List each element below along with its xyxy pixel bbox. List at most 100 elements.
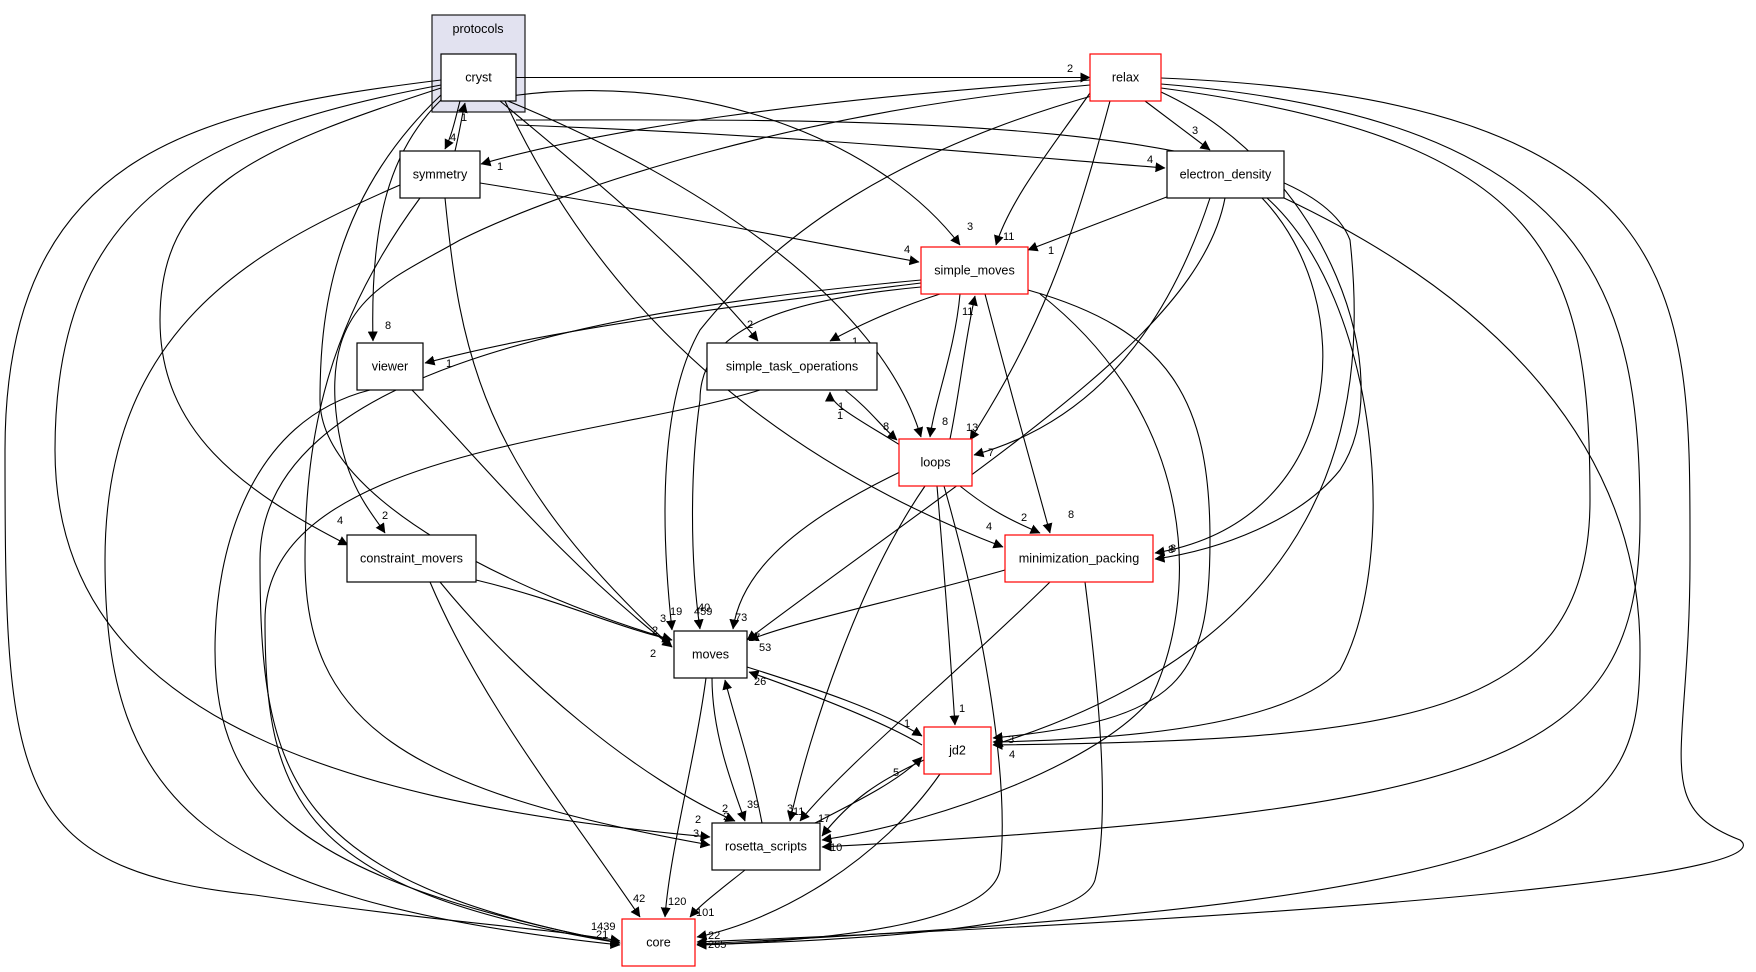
edge-symmetry-to-core[interactable]	[104, 184, 621, 949]
node-electron-density[interactable]: electron_density	[1166, 150, 1285, 199]
edge-relax-to-electron-density[interactable]	[1144, 100, 1211, 151]
edge-jd2-to-rosetta-scripts[interactable]	[821, 759, 925, 837]
edge-electron-density-to-minimization-packing[interactable]	[1154, 197, 1324, 557]
edge-constraint-movers-to-core[interactable]	[429, 581, 641, 918]
edge-cryst-to-minimization-packing[interactable]	[504, 100, 1004, 549]
node-rosetta-scripts[interactable]: rosetta_scripts	[711, 822, 821, 871]
edge-simple-moves-to-jd2[interactable]	[992, 289, 1211, 743]
edge-simple-task-operations-to-loops[interactable]	[844, 389, 898, 441]
node-core[interactable]: core	[621, 918, 696, 967]
edge-label-relax-to-simple-moves: 11	[1003, 231, 1014, 243]
edge-symmetry-to-moves[interactable]	[444, 197, 673, 648]
edge-label-symmetry-to-rosetta-scripts: 2	[695, 814, 701, 826]
node-label-minimization-packing: minimization_packing	[1019, 552, 1139, 566]
edge-simple-moves-to-rosetta-scripts[interactable]	[821, 293, 1180, 844]
edge-loops-to-jd2[interactable]	[936, 485, 960, 726]
edge-cryst-to-core[interactable]	[4, 79, 621, 945]
edge-cryst-to-electron-density[interactable]	[515, 124, 1166, 173]
edge-label-constraint-movers-to-core: 42	[633, 893, 645, 905]
edges-layer	[4, 72, 1744, 950]
node-label-electron-density: electron_density	[1180, 168, 1272, 182]
edge-minimization-packing-to-moves[interactable]	[748, 569, 1006, 642]
edge-relax-to-constraint-movers[interactable]	[334, 84, 1091, 534]
node-constraint-movers[interactable]: constraint_movers	[346, 534, 477, 583]
edge-rosetta-scripts-to-moves[interactable]	[722, 679, 763, 824]
node-label-cryst: cryst	[465, 71, 492, 85]
node-moves[interactable]: moves	[673, 630, 748, 679]
edge-relax-to-simple-moves[interactable]	[994, 92, 1091, 246]
edge-relax-to-symmetry[interactable]	[480, 79, 1091, 167]
edge-loops-to-core[interactable]	[696, 485, 1003, 950]
edge-rosetta-scripts-to-jd2[interactable]	[814, 756, 923, 824]
edge-electron-density-to-moves[interactable]	[746, 197, 1226, 641]
node-loops[interactable]: loops	[898, 438, 973, 487]
edge-label-extra-7: 3	[1008, 734, 1014, 746]
edge-loops-to-simple-moves[interactable]	[949, 295, 978, 440]
edge-simple-moves-to-minimization-packing[interactable]	[984, 293, 1053, 534]
edge-label-simple-moves-to-moves: 459	[694, 606, 712, 618]
node-minimization-packing[interactable]: minimization_packing	[1004, 534, 1154, 583]
edge-jd2-to-moves[interactable]	[748, 670, 923, 746]
edge-loops-to-moves[interactable]	[729, 471, 901, 630]
edge-cryst-to-loops[interactable]	[507, 100, 924, 438]
edge-simple-moves-to-viewer[interactable]	[424, 282, 922, 366]
edge-label-extra-6: 4	[1009, 749, 1015, 761]
edge-cryst-to-jd2[interactable]	[515, 119, 1355, 747]
edge-label-electron-density-to-loops: 7	[988, 447, 994, 459]
edge-cryst-to-simple-task-operations[interactable]	[499, 100, 759, 342]
edge-label-extra-10: 1439	[591, 921, 615, 933]
edge-electron-density-to-jd2[interactable]	[992, 197, 1374, 747]
edge-label-rosetta-scripts-to-jd2: 5	[893, 767, 899, 779]
node-label-core: core	[646, 936, 671, 950]
edge-simple-moves-to-simple-task-operations[interactable]	[829, 293, 941, 342]
edge-moves-to-core[interactable]	[660, 677, 707, 918]
node-relax[interactable]: relax	[1089, 53, 1162, 102]
node-jd2[interactable]: jd2	[923, 726, 992, 775]
edge-jd2-to-core[interactable]	[696, 773, 941, 940]
edge-moves-to-rosetta-scripts[interactable]	[711, 677, 747, 822]
edge-symmetry-to-cryst[interactable]	[454, 102, 468, 152]
edge-electron-density-to-core[interactable]	[696, 197, 1641, 949]
node-viewer[interactable]: viewer	[356, 342, 424, 391]
edge-label-constraint-movers-to-moves: 2	[652, 625, 658, 637]
edge-minimization-packing-to-rosetta-scripts[interactable]	[799, 581, 1051, 822]
node-simple-task-operations[interactable]: simple_task_operations	[706, 342, 878, 391]
edge-cryst-to-rosetta-scripts[interactable]	[54, 84, 711, 842]
edge-symmetry-to-rosetta-scripts[interactable]	[304, 197, 711, 849]
edge-label-extra-9: 40	[698, 602, 710, 614]
edge-cryst-to-viewer[interactable]	[367, 99, 442, 342]
edge-simple-moves-to-core[interactable]	[259, 279, 922, 947]
edge-label-cryst-to-electron-density: 4	[1147, 154, 1153, 166]
edge-loops-to-minimization-packing[interactable]	[959, 485, 1041, 534]
edge-relax-to-loops[interactable]	[969, 100, 1111, 441]
edge-loops-to-simple-task-operations[interactable]	[825, 391, 901, 446]
edge-constraint-movers-to-moves[interactable]	[475, 579, 673, 643]
edge-label-moves-to-rosetta-scripts: 2	[722, 803, 728, 815]
edge-relax-to-moves[interactable]	[664, 94, 1096, 631]
edge-label-simple-moves-to-simple-task-operations: 1	[852, 336, 858, 348]
edge-constraint-movers-to-rosetta-scripts[interactable]	[439, 581, 736, 822]
edge-relax-to-core[interactable]	[696, 77, 1744, 947]
edge-cryst-to-constraint-movers[interactable]	[159, 87, 442, 546]
edge-simple-moves-to-moves[interactable]	[691, 286, 922, 630]
edge-moves-to-jd2[interactable]	[746, 666, 923, 737]
node-label-constraint-movers: constraint_movers	[360, 552, 463, 566]
edge-viewer-to-moves[interactable]	[411, 389, 673, 648]
edge-loops-to-rosetta-scripts[interactable]	[787, 485, 926, 822]
edge-cryst-to-simple-moves[interactable]	[509, 90, 961, 246]
edge-relax-to-jd2[interactable]	[992, 87, 1591, 750]
node-symmetry[interactable]: symmetry	[399, 150, 481, 199]
edge-relax-to-rosetta-scripts[interactable]	[821, 83, 1641, 852]
edge-simple-task-operations-to-core[interactable]	[264, 389, 761, 947]
edge-minimization-packing-to-core[interactable]	[696, 581, 1103, 950]
edge-label-extra-5: 1	[837, 410, 843, 422]
edge-simple-moves-to-loops[interactable]	[926, 293, 961, 438]
edge-symmetry-to-simple-moves[interactable]	[479, 182, 920, 266]
node-simple-moves[interactable]: simple_moves	[920, 246, 1029, 295]
edge-label-relax-to-electron-density: 3	[1192, 125, 1198, 137]
node-cryst[interactable]: cryst	[440, 53, 517, 102]
edge-label-simple-moves-to-viewer: 1	[446, 358, 452, 370]
edge-rosetta-scripts-to-core[interactable]	[689, 869, 746, 918]
edge-viewer-to-core[interactable]	[214, 389, 621, 947]
edge-electron-density-to-simple-moves[interactable]	[1027, 196, 1168, 252]
